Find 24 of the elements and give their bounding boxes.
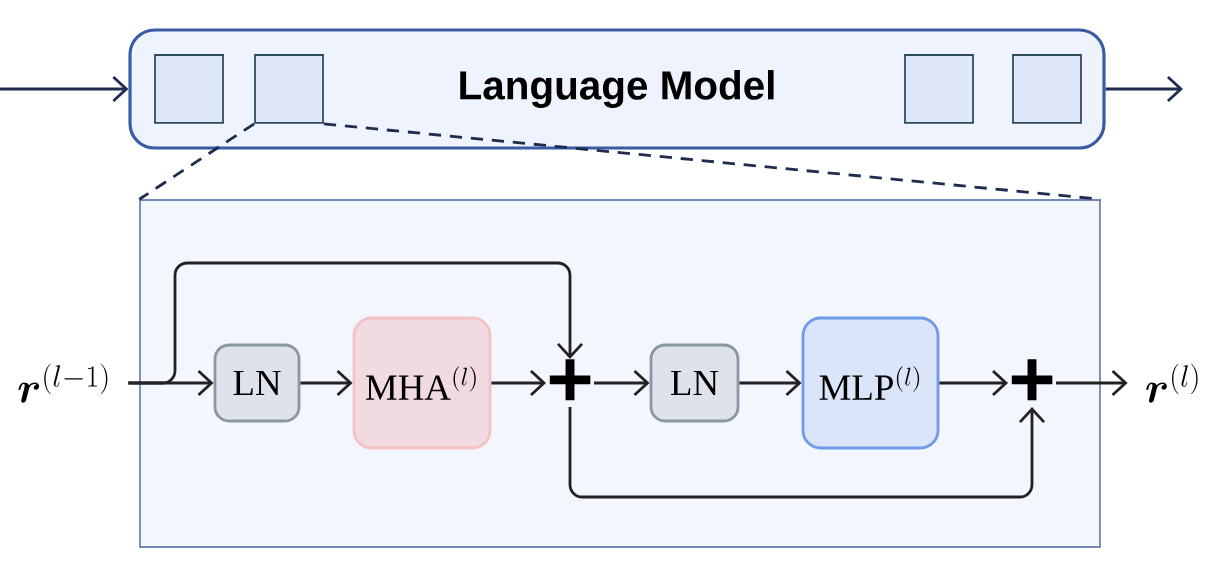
attention-box: $\mathrm{MHA}^{(l)}$ [352, 316, 492, 450]
arrow [0, 75, 129, 103]
arrow [300, 369, 353, 397]
vector-label: $\boldsymbol{r}^{(l)}$ [1146, 363, 1198, 403]
arrow [1055, 369, 1128, 397]
layer-square [254, 54, 324, 124]
layer-square [1012, 54, 1082, 124]
arrow [1105, 75, 1183, 103]
layer-square [904, 54, 974, 124]
arrow [593, 369, 650, 397]
plus-sign: + [1011, 359, 1053, 401]
layer-square [154, 54, 224, 124]
norm-box: LN [649, 343, 740, 423]
norm-box: LN [213, 343, 301, 423]
arrow [491, 369, 547, 397]
vector-label: $\boldsymbol{r}^{(l-1)}$ [18, 363, 108, 403]
zoom-line [138, 122, 255, 201]
skip-arrow [128, 261, 584, 385]
skip-arrow [568, 407, 1046, 499]
mlp-box: $\mathrm{MLP}^{(l)}$ [801, 316, 940, 450]
plus-sign: + [549, 359, 591, 401]
arrow [739, 369, 802, 397]
zoom-line [323, 122, 1101, 201]
arrow [939, 369, 1009, 397]
